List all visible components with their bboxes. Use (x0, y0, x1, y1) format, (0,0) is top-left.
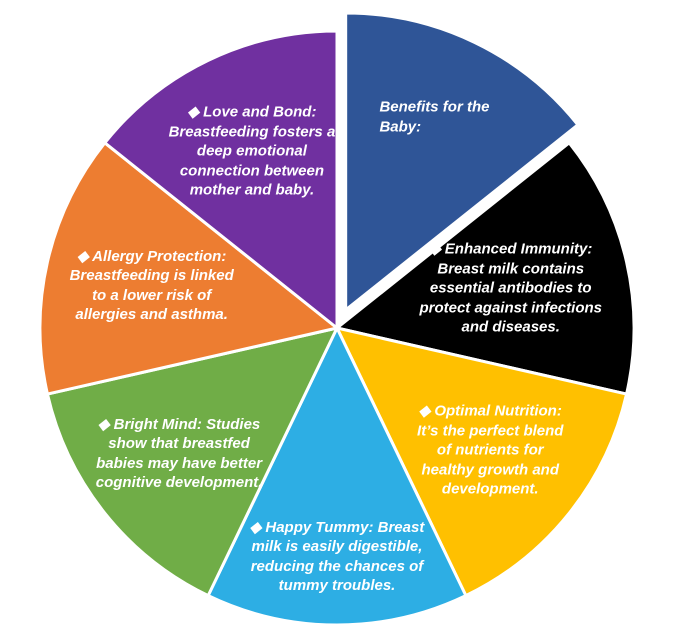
pie-slice-benefits-for-the-baby (344, 11, 580, 312)
pie-slice-optimal-nutrition (335, 326, 629, 598)
pie-slice-happy-tummy (206, 326, 468, 627)
pie-slice-enhanced-immunity (335, 141, 636, 396)
pie-slice-bright-mind (45, 326, 339, 598)
pie-slice-allergy-protection (38, 141, 339, 396)
pie-slice-love-and-bond (103, 29, 339, 330)
